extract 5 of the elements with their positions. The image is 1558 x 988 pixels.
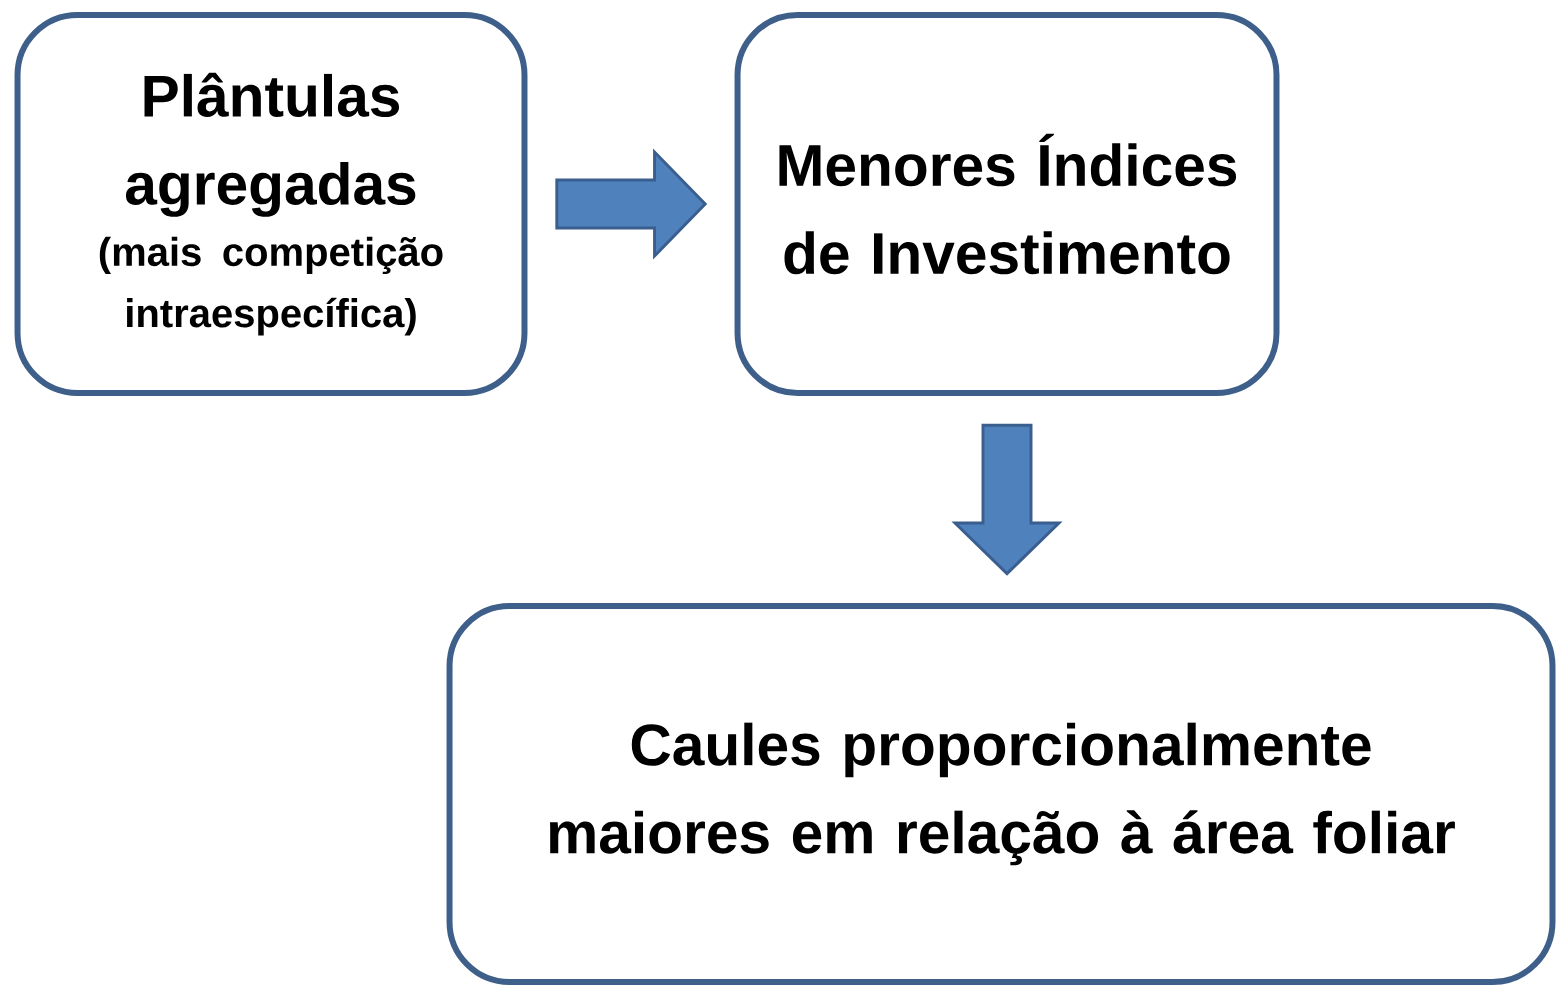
block-arrow	[951, 423, 1063, 576]
block-arrow	[555, 148, 708, 260]
process-box: Plântulas agregadas (mais competição intraespecífica)	[14, 12, 528, 396]
process-box: Caules proporcionalmente maiores em relação à área foliar	[446, 603, 1556, 985]
process-box: Menores Índices de Investimento	[734, 12, 1280, 396]
